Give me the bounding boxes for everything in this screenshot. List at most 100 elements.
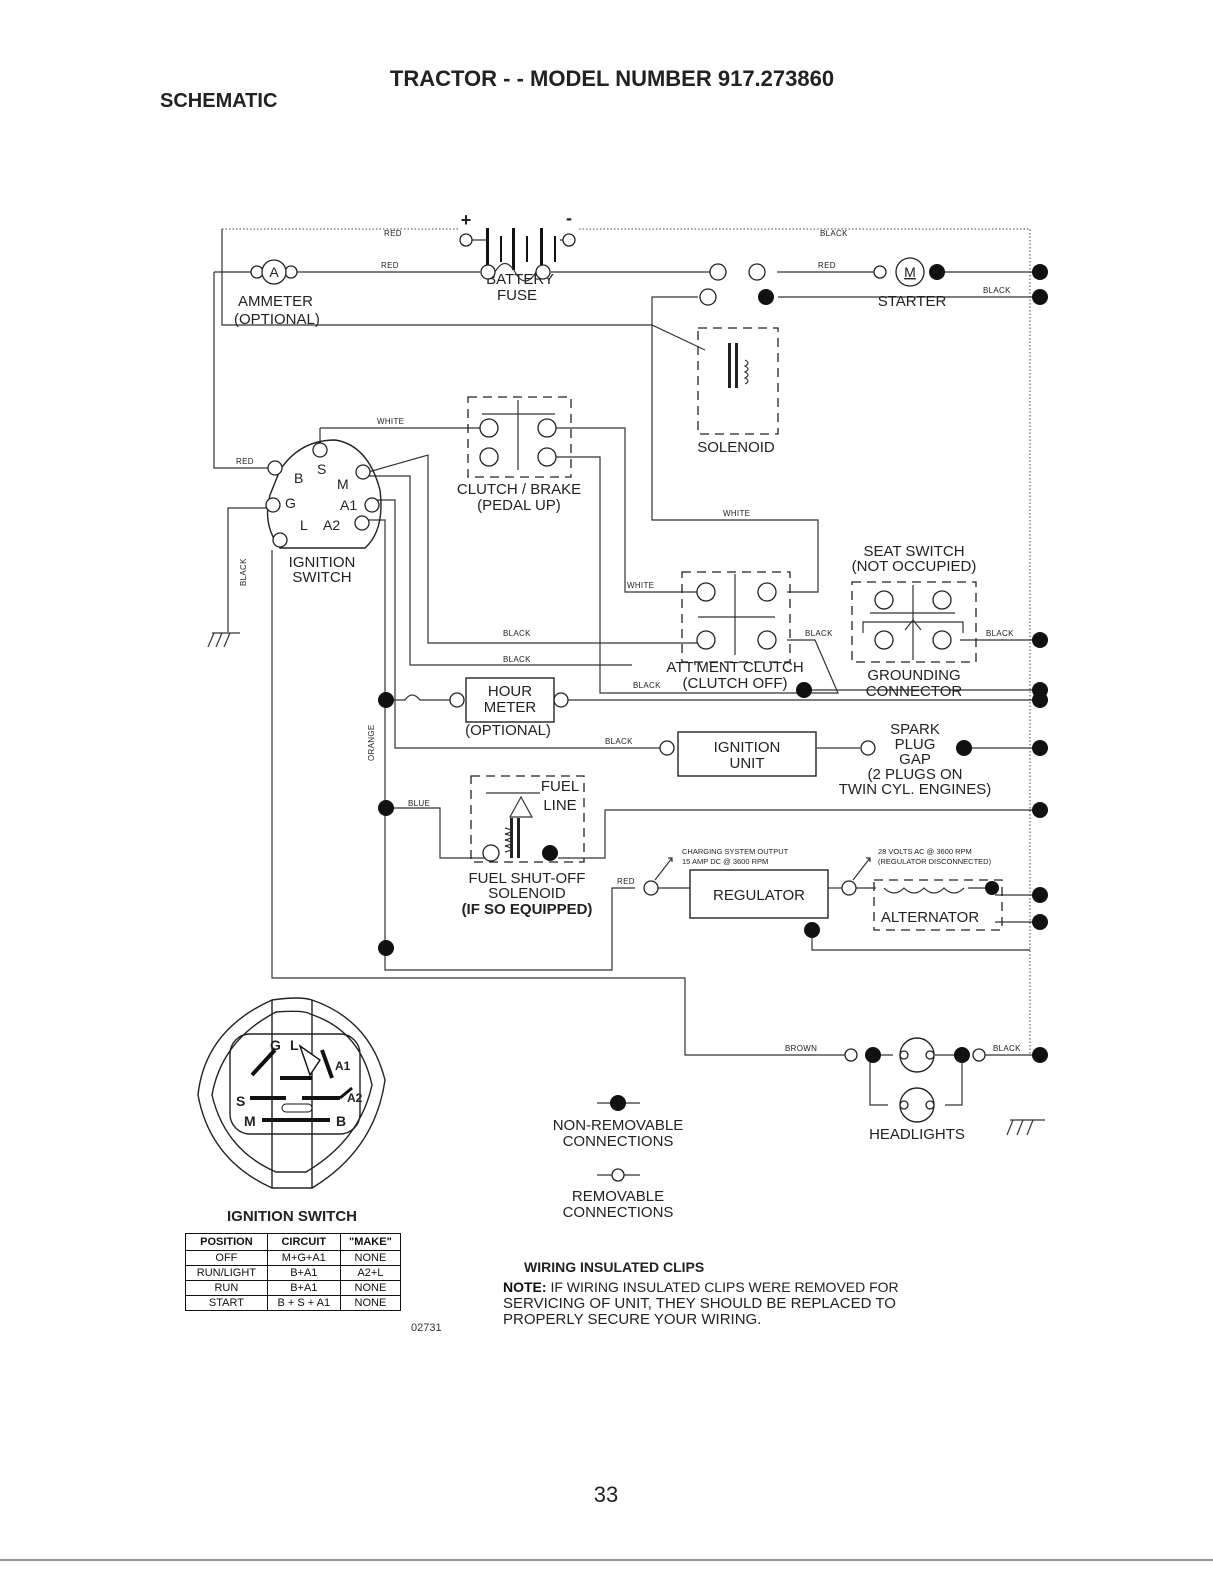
ammeter-optional-label: (OPTIONAL): [234, 311, 320, 328]
table-cell: RUN: [185, 1280, 268, 1296]
wire-black-ignition-unit: BLACK: [605, 737, 633, 746]
attachment-clutch-switch: ATT'MENT CLUTCH (CLUTCH OFF): [666, 571, 804, 692]
wire-white-clutch: WHITE: [377, 417, 404, 426]
note-text-3: PROPERLY SECURE YOUR WIRING.: [503, 1311, 761, 1328]
note-line-1: NOTE: IF WIRING INSULATED CLIPS WERE REM…: [503, 1279, 899, 1295]
starter-symbol: M: [904, 264, 916, 280]
wire-blue: BLUE: [408, 799, 430, 808]
wire-white-solenoid: WHITE: [723, 509, 750, 518]
ammeter-symbol: A: [269, 264, 279, 280]
wire-orange: ORANGE: [367, 725, 376, 761]
ignition-switch-table: POSITION CIRCUIT "MAKE" OFF M+G+A1 NONE …: [185, 1233, 402, 1311]
table-cell: RUN/LIGHT: [185, 1265, 268, 1281]
removable-label: REMOVABLE: [572, 1188, 664, 1205]
alternator-label: ALTERNATOR: [881, 909, 980, 926]
removable-connections-label: CONNECTIONS: [563, 1204, 674, 1221]
non-removable-connections-label: CONNECTIONS: [563, 1133, 674, 1150]
battery-plus-icon: +: [461, 210, 472, 230]
charging-rating-label: 15 AMP DC @ 3600 RPM: [682, 857, 768, 866]
wire-black-ground: BLACK: [239, 558, 248, 586]
ammeter-label: AMMETER: [238, 293, 313, 310]
ignition-unit: IGNITION UNIT SPARK PLUG GAP (2 PLUGS ON…: [659, 682, 1048, 798]
seat-switch-label: SEAT SWITCH: [863, 543, 964, 560]
wire-black-starter: BLACK: [983, 286, 1011, 295]
attment-clutch-state-label: (CLUTCH OFF): [683, 675, 788, 692]
regulator-label: REGULATOR: [713, 887, 805, 904]
starter-label: STARTER: [878, 293, 947, 310]
wire-black-battery: BLACK: [820, 229, 848, 238]
seat-switch-state-label: (NOT OCCUPIED): [852, 558, 977, 575]
headlights: HEADLIGHTS: [844, 1037, 1048, 1143]
hour-meter: HOUR METER (OPTIONAL): [378, 677, 1048, 739]
grounding-label: GROUNDING: [867, 667, 960, 684]
fuel-solenoid-equipped-label: (IF SO EQUIPPED): [462, 901, 593, 918]
table-cell: NONE: [339, 1250, 402, 1266]
wire-red-battery: RED: [384, 229, 402, 238]
headlights-label: HEADLIGHTS: [869, 1126, 965, 1143]
fuel-line-label-2: LINE: [543, 797, 576, 814]
wire-red-regulator: RED: [617, 877, 635, 886]
clutch-brake-state-label: (PEDAL UP): [477, 497, 561, 514]
grounding-connector-label: CONNECTOR: [866, 683, 963, 700]
ignition-switch-label-2: SWITCH: [292, 569, 351, 586]
regulator-disconnected-label: (REGULATOR DISCONNECTED): [878, 857, 992, 866]
wire-black-clutch-1: BLACK: [503, 629, 531, 638]
wire-red-ignition: RED: [236, 457, 254, 466]
gap-label: GAP: [899, 751, 931, 768]
table-cell: OFF: [185, 1250, 268, 1266]
table-cell: START: [185, 1295, 268, 1311]
fuel-solenoid: FUEL LINE FUEL SHUT-OFF SOLENOID (IF SO …: [378, 775, 1048, 918]
fuse: FUSE: [480, 262, 551, 304]
fuse-label: FUSE: [497, 287, 537, 304]
ignition-unit-label: IGNITION: [714, 739, 781, 756]
ignition-switch-detail: G L A1 S A2 M B IGNITION SWITCH: [197, 997, 386, 1225]
wire-red-starter: RED: [818, 261, 836, 270]
solenoid-label: SOLENOID: [697, 439, 775, 456]
plug-label: PLUG: [895, 736, 936, 753]
col-circuit: CIRCUIT: [266, 1233, 341, 1251]
term-b: B: [294, 470, 303, 486]
detail-a2: A2: [347, 1091, 363, 1105]
note-heading: WIRING INSULATED CLIPS: [524, 1259, 704, 1275]
wire-brown: BROWN: [785, 1044, 817, 1053]
term-g: G: [285, 495, 296, 511]
clutch-brake-switch: CLUTCH / BRAKE (PEDAL UP): [457, 396, 581, 514]
ammeter: A AMMETER (OPTIONAL): [234, 259, 320, 328]
table-row: START B + S + A1 NONE: [185, 1295, 402, 1311]
ignition-switch-schematic: S B M G A1 L A2 IGNITION SWITCH: [265, 439, 382, 586]
seat-switch: SEAT SWITCH (NOT OCCUPIED) GROUNDING CON…: [851, 543, 1048, 700]
spark-label: SPARK: [890, 721, 940, 738]
page-title: TRACTOR - - MODEL NUMBER 917.273860: [390, 66, 834, 91]
battery-minus-icon: -: [566, 208, 572, 228]
table-cell: B+A1: [266, 1265, 341, 1281]
note-label: NOTE:: [503, 1279, 547, 1295]
table-cell: NONE: [339, 1295, 402, 1311]
solenoid: SOLENOID: [697, 263, 779, 456]
part-code: 02731: [411, 1322, 442, 1334]
wire-black-headlights: BLACK: [993, 1044, 1021, 1053]
table-row: OFF M+G+A1 NONE: [185, 1250, 402, 1266]
detail-a1: A1: [335, 1059, 351, 1073]
wiring-note: WIRING INSULATED CLIPS NOTE: IF WIRING I…: [503, 1259, 899, 1328]
term-l: L: [300, 517, 308, 533]
wire-red-ammeter: RED: [381, 261, 399, 270]
note-text-1: IF WIRING INSULATED CLIPS WERE REMOVED F…: [547, 1279, 899, 1295]
table-cell: B + S + A1: [266, 1295, 341, 1311]
starter: M STARTER: [873, 257, 1048, 310]
detail-title: IGNITION SWITCH: [227, 1208, 357, 1225]
table-cell: B+A1: [266, 1280, 341, 1296]
table-cell: A2+L: [339, 1265, 402, 1281]
wire-white-attment: WHITE: [627, 581, 654, 590]
section-label: SCHEMATIC: [160, 90, 277, 112]
col-position: POSITION: [185, 1233, 268, 1251]
table-cell: NONE: [339, 1280, 402, 1296]
table-header-row: POSITION CIRCUIT "MAKE": [185, 1233, 402, 1251]
legend: NON-REMOVABLE CONNECTIONS REMOVABLE CONN…: [553, 1095, 683, 1221]
alternator: ALTERNATOR: [856, 879, 1048, 931]
hour-meter-label: HOUR: [488, 683, 532, 700]
page-number: 33: [594, 1482, 618, 1507]
detail-s: S: [236, 1093, 245, 1109]
attment-clutch-label: ATT'MENT CLUTCH: [666, 659, 803, 676]
